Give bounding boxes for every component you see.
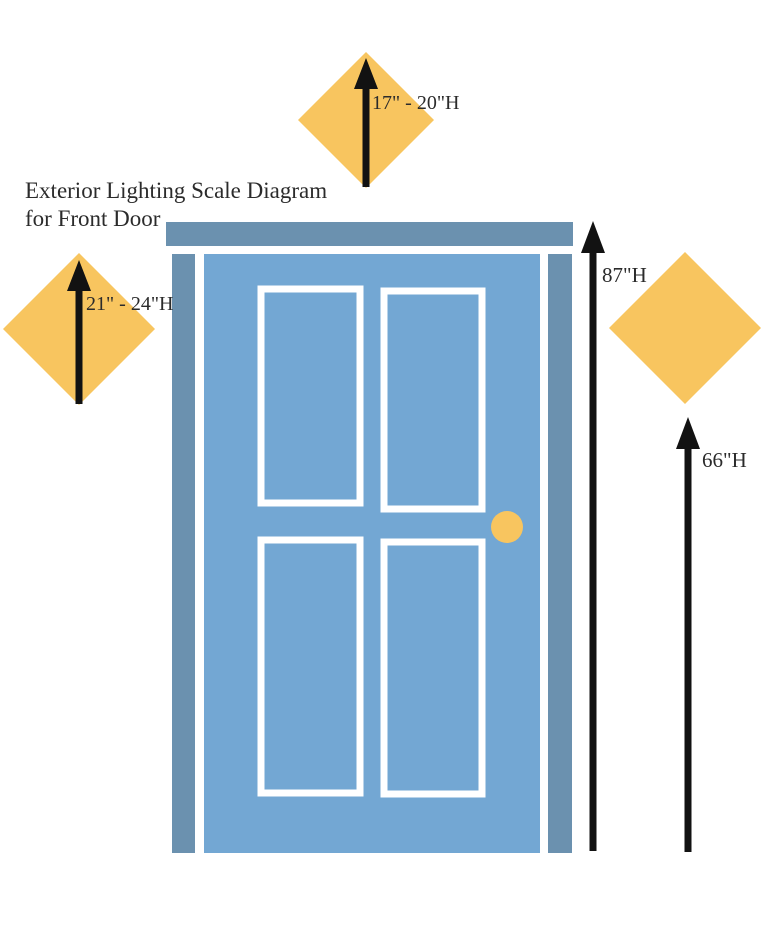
mount-height-fixture-diamond-icon xyxy=(609,252,761,404)
mount-height-arrow-icon xyxy=(676,417,700,852)
door-knob-icon xyxy=(491,511,523,543)
door-panel-top-right xyxy=(380,287,486,513)
door-height-label: 87"H xyxy=(602,263,647,287)
side-fixture-height-arrow-icon xyxy=(67,260,91,404)
diagram-title-line1: Exterior Lighting Scale Diagram xyxy=(25,178,328,203)
diagram-title-line2: for Front Door xyxy=(25,206,161,231)
door-slab xyxy=(204,254,540,853)
door-panel-bottom-left xyxy=(257,536,364,797)
door-height-arrow-icon xyxy=(581,221,605,851)
door-panel-top-left xyxy=(257,285,364,507)
door-right-jamb xyxy=(548,254,572,853)
top-fixture-height-arrow-icon xyxy=(354,58,378,187)
top-fixture-height-label: 17" - 20"H xyxy=(372,92,460,114)
diagram-title: Exterior Lighting Scale Diagram for Fron… xyxy=(25,177,327,233)
door-left-jamb xyxy=(172,254,195,853)
door-header-trim xyxy=(166,222,573,246)
fixture-mount-height-label: 66"H xyxy=(702,448,747,472)
side-fixture-height-label: 21" - 24"H xyxy=(86,293,174,315)
door-panel-bottom-right xyxy=(380,538,486,798)
